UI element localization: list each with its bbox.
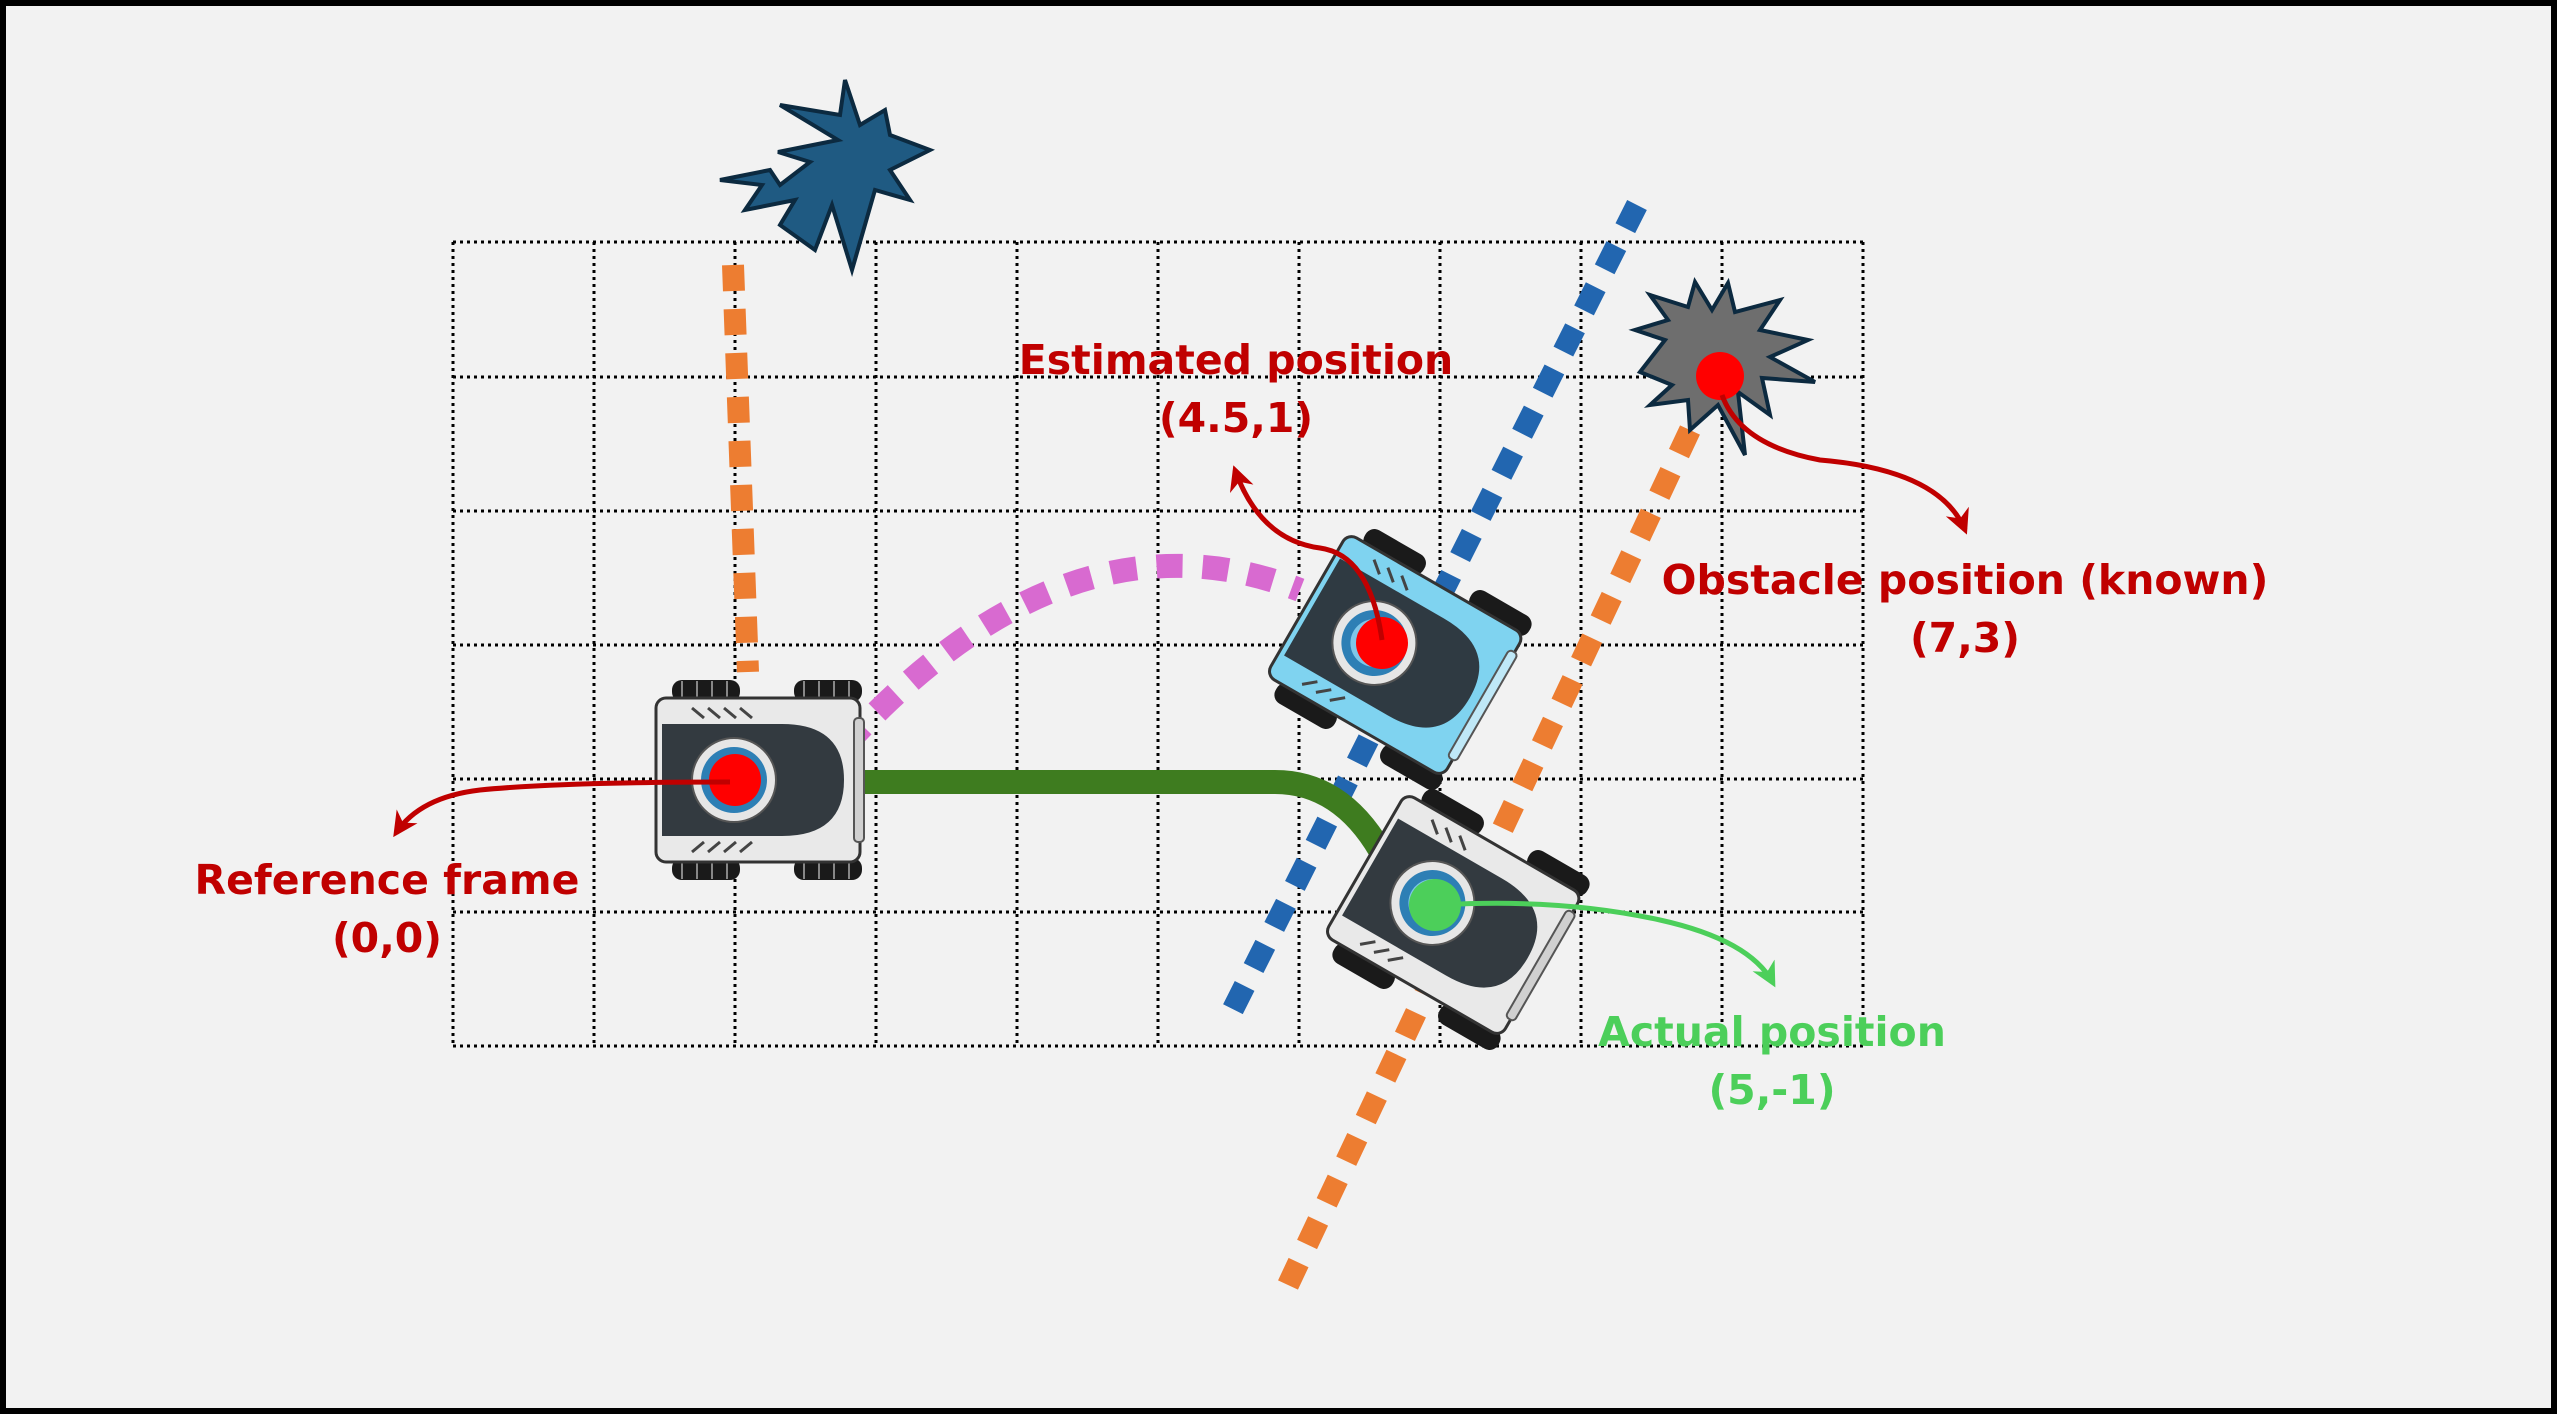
- estimated-label-line2: (4.5,1): [1159, 394, 1313, 442]
- reference-marker: [709, 754, 761, 806]
- obstacle-callout-arrow: [1719, 394, 1969, 535]
- reference-label-line1: Reference frame: [195, 856, 580, 904]
- landmark-bearing-line: [722, 264, 759, 673]
- estimated-callout-arrow: [1229, 465, 1385, 641]
- estimated-marker: [1356, 617, 1408, 669]
- estimated-label-line1: Estimated position: [1019, 336, 1453, 384]
- actual-trajectory-path: [833, 770, 1392, 862]
- obstacle-label-line2: (7,3): [1910, 614, 2020, 662]
- estimated-trajectory-arc: [836, 553, 1305, 754]
- reference-label-line2: (0,0): [332, 914, 442, 962]
- actual-marker: [1409, 879, 1461, 931]
- actual-callout-arrow: [1439, 900, 1776, 988]
- actual-label-line1: Actual position: [1598, 1008, 1946, 1056]
- reference-callout-arrow: [393, 779, 731, 838]
- obstacle-marker: [1696, 352, 1744, 400]
- star-burst-icon: [719, 79, 935, 278]
- obstacle-label-line1: Obstacle position (known): [1662, 556, 2269, 604]
- blue-bearing-line: [1215, 200, 1647, 1030]
- actual-label-line2: (5,-1): [1708, 1066, 1835, 1114]
